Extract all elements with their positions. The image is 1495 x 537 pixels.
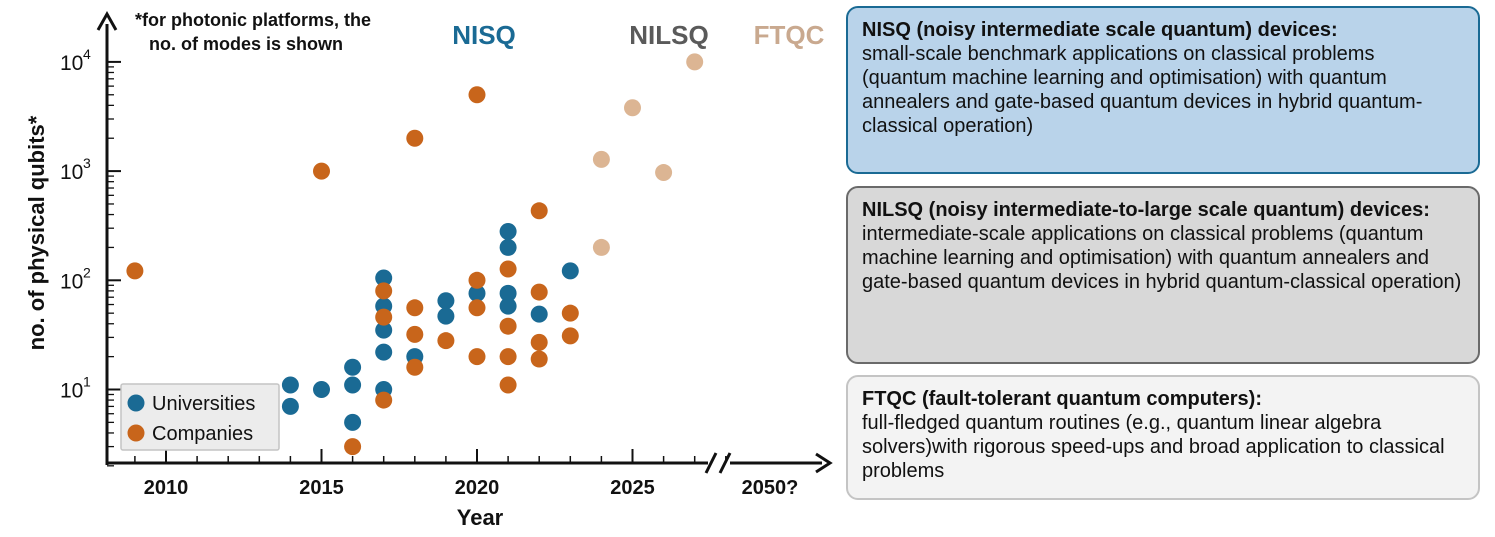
legend-label-universities: Universities	[152, 393, 255, 415]
company-point	[468, 86, 486, 104]
legend-box	[120, 383, 280, 451]
university-point	[499, 297, 517, 315]
x-tick-label: 2020	[455, 477, 500, 499]
x-axis-break-mark	[704, 452, 718, 474]
y-tick-label: 10	[60, 161, 83, 184]
university-point	[344, 376, 362, 394]
university-point	[437, 307, 455, 325]
legend: Universities Companies	[120, 383, 280, 451]
projected-point	[592, 238, 610, 256]
company-point	[499, 260, 517, 278]
axes	[96, 10, 833, 474]
y-tick-exponent: 4	[83, 46, 91, 62]
company-point	[468, 299, 486, 317]
nisq-panel-title: NISQ (noisy intermediate scale quantum) …	[862, 19, 1338, 41]
company-point	[499, 348, 517, 366]
y-tick-label: 10	[60, 380, 83, 403]
era-label: NISQ	[452, 20, 516, 50]
ftqc-panel-description: full-fledged quantum routines (e.g., qua…	[862, 412, 1445, 482]
company-point	[468, 271, 486, 289]
company-point	[406, 358, 424, 376]
company-point	[126, 262, 144, 280]
x-axis-break-mark	[718, 452, 732, 474]
company-point	[561, 304, 579, 322]
university-point	[313, 381, 330, 398]
university-point	[530, 305, 548, 323]
company-point	[499, 317, 517, 335]
university-point	[375, 269, 393, 287]
projected-point	[655, 164, 673, 182]
legend-dot-companies	[127, 424, 145, 442]
era-labels: NISQ NILSQ FTQC	[452, 20, 824, 50]
university-point	[499, 238, 517, 256]
nilsq-panel-description: intermediate-scale applications on class…	[862, 223, 1462, 293]
nisq-panel-description: small-scale benchmark applications on cl…	[862, 43, 1423, 137]
company-point	[406, 325, 424, 343]
university-point	[375, 321, 393, 339]
university-point	[344, 358, 362, 376]
y-axis-label: no. of physical qubits*	[24, 115, 49, 350]
company-point	[375, 282, 393, 300]
university-point	[499, 284, 517, 302]
y-tick-label: 10	[60, 52, 83, 75]
company-point	[561, 327, 579, 345]
y-tick-exponent: 3	[83, 155, 91, 171]
company-point	[468, 348, 486, 366]
x-axis-arrow	[815, 452, 833, 474]
footnote-line-2: no. of modes is shown	[149, 34, 343, 54]
era-label: NILSQ	[629, 20, 708, 50]
legend-dot-universities	[127, 394, 145, 412]
projected-point	[592, 150, 610, 168]
university-point	[437, 292, 455, 310]
x-tick-label: 2015	[299, 477, 344, 499]
x-tick-label: 2025	[610, 477, 655, 499]
company-point	[344, 438, 362, 456]
company-point	[406, 299, 424, 317]
nilsq-panel: NILSQ (noisy intermediate-to-large scale…	[846, 186, 1480, 364]
university-point	[499, 222, 517, 240]
company-point	[375, 391, 393, 409]
y-axis-arrow	[96, 10, 118, 31]
company-point	[530, 283, 548, 301]
legend-label-companies: Companies	[152, 423, 253, 445]
x-tick-label: 2010	[144, 477, 189, 499]
projected-point	[686, 53, 704, 71]
y-tick-exponent: 2	[83, 264, 91, 280]
ftqc-panel: FTQC (fault-tolerant quantum computers):…	[846, 375, 1480, 500]
ftqc-panel-title: FTQC (fault-tolerant quantum computers):	[862, 388, 1262, 410]
y-tick-label: 10	[60, 270, 83, 293]
projected-point	[624, 99, 641, 117]
nilsq-panel-title: NILSQ (noisy intermediate-to-large scale…	[862, 199, 1430, 221]
university-point	[281, 376, 299, 394]
x-axis-label: Year	[457, 505, 504, 530]
era-label: FTQC	[754, 20, 825, 50]
x-break-tick-label: 2050?	[742, 477, 799, 499]
company-point	[530, 202, 548, 220]
university-point	[561, 262, 579, 280]
university-point	[344, 413, 362, 431]
company-point	[530, 350, 548, 368]
company-point	[437, 332, 455, 350]
company-point	[313, 162, 330, 180]
company-point	[406, 129, 424, 147]
university-point	[375, 343, 393, 361]
footnote-line-1: *for photonic platforms, the	[135, 10, 371, 30]
nisq-panel: NISQ (noisy intermediate scale quantum) …	[846, 6, 1480, 174]
university-point	[281, 397, 299, 415]
university-point	[468, 284, 486, 302]
data-points	[126, 53, 704, 456]
company-point	[375, 308, 393, 326]
y-tick-exponent: 1	[83, 374, 91, 390]
company-point	[530, 333, 548, 351]
company-point	[499, 376, 517, 394]
